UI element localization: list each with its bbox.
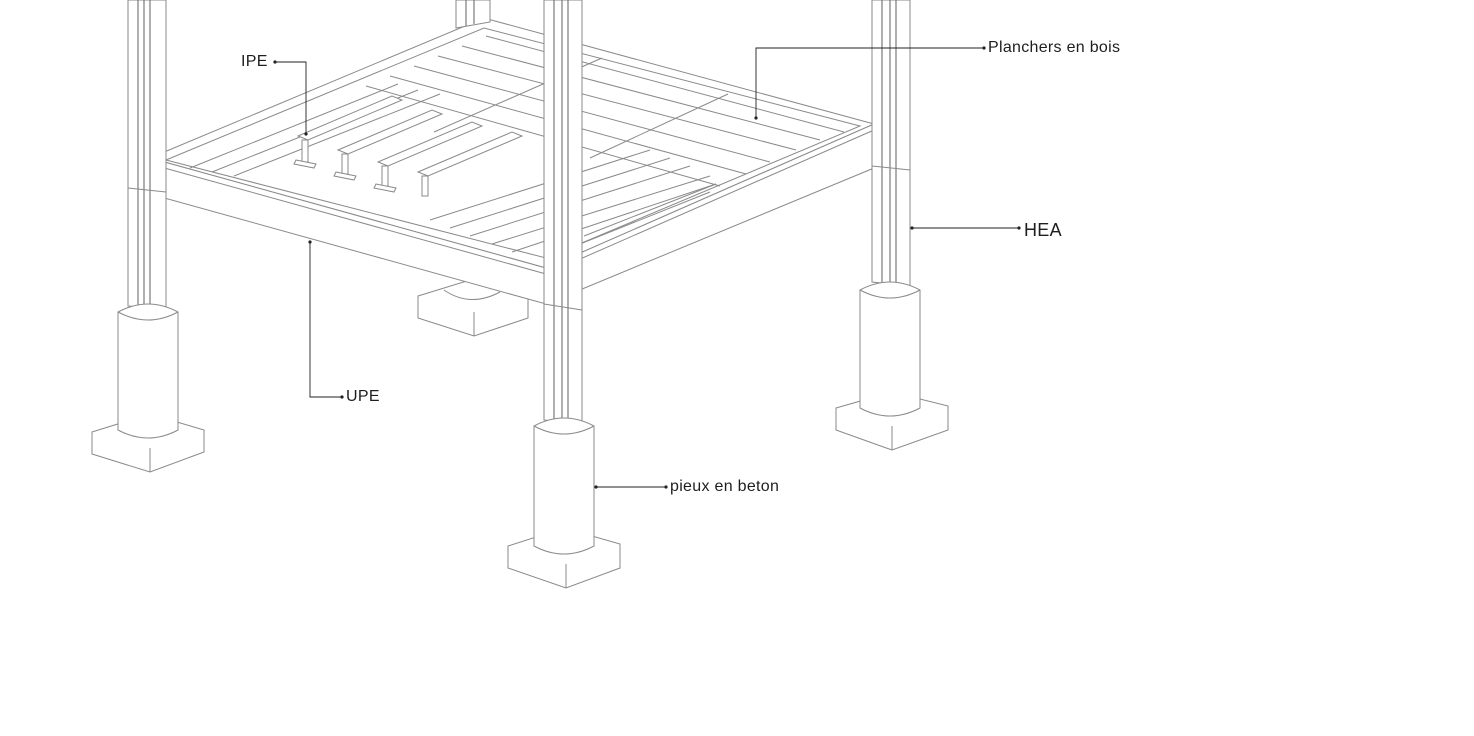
label-planchers-en-bois: Planchers en bois xyxy=(988,39,1121,56)
column-right xyxy=(871,0,911,290)
label-pieux-en-beton: pieux en beton xyxy=(670,478,780,495)
label-upe: UPE xyxy=(346,388,380,405)
column-front-middle xyxy=(543,0,583,428)
pile-front-middle xyxy=(507,417,621,589)
ipe-joists xyxy=(293,95,717,253)
leader-pieux xyxy=(594,485,668,489)
label-hea: HEA xyxy=(1024,220,1062,240)
pile-front-left xyxy=(91,303,205,473)
leader-hea xyxy=(910,226,1021,230)
leader-upe xyxy=(308,240,344,399)
leader-ipe xyxy=(273,60,308,136)
column-front-left xyxy=(127,0,167,316)
column-back-left xyxy=(455,0,491,29)
pile-right xyxy=(835,281,949,451)
deck-frame xyxy=(148,17,876,305)
leader-planchers xyxy=(754,46,986,120)
label-ipe: IPE xyxy=(241,53,268,70)
